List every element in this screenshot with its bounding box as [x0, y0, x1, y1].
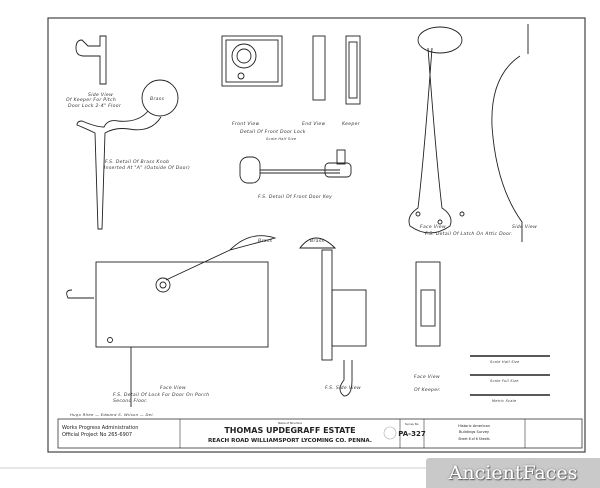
- label-scale-metric: Metric Scale: [492, 399, 516, 403]
- porch-lock-face-drawing: [66, 235, 277, 407]
- survey-number: PA-327: [398, 430, 426, 438]
- label-lock-face-view: Face View: [160, 385, 186, 391]
- front-door-lock-drawing: [221, 35, 361, 105]
- wpa-line-1: Works Progress Administration: [62, 425, 138, 431]
- brass-knob-drawing: [76, 79, 179, 230]
- label-lock2-1: F.S. Detail Of Lock For Door On Porch: [113, 392, 209, 398]
- title-block: Works Progress Administration Official P…: [57, 418, 583, 449]
- habs-line-1: Historic American: [458, 424, 490, 428]
- attic-latch-face-drawing: [408, 26, 465, 234]
- seal-icon: [383, 426, 397, 440]
- label-latch-face-view: Face View: [420, 224, 446, 230]
- scale-bars: [470, 355, 550, 396]
- label-knob-2: Inserted At "A" (Outside Of Door): [104, 165, 190, 171]
- sheet-border: [47, 17, 586, 453]
- label-latch-side-view: Side View: [512, 224, 537, 230]
- label-lock2-2: Second Floor.: [113, 398, 148, 404]
- label-credits: Hugo Rhee — Edward S. Wilson — Del.: [70, 412, 154, 417]
- label-scale-half: Scale Half Size: [490, 360, 520, 364]
- label-brass-3: Brass: [310, 238, 324, 244]
- label-lock-title: Detail Of Front Door Lock: [240, 129, 306, 135]
- keeper-side-view-drawing: [75, 35, 107, 85]
- front-door-key-drawing: [239, 149, 352, 184]
- label-knob-1: F.S. Detail Of Brass Knob: [105, 159, 169, 165]
- attic-latch-side-drawing: [491, 24, 529, 242]
- label-latch: F.S. Detail Of Latch On Attic Door.: [425, 231, 513, 237]
- label-scale-full: Scale Full Size: [490, 379, 519, 383]
- label-keeper-side-2: Of Keeper For Pitch: [66, 97, 116, 103]
- label-brass-2: Brass: [258, 238, 272, 244]
- porch-lock-side-drawing: [299, 237, 367, 397]
- habs-line-2: Buildings Survey: [459, 430, 490, 434]
- label-brass: Brass: [150, 96, 164, 102]
- label-lock-scale: Scale Half Size: [266, 137, 296, 141]
- label-fs-side-view: F.S. Side View: [325, 385, 361, 391]
- label-keeper-side-1: Side View: [88, 92, 113, 98]
- label-end-view: End View: [302, 121, 326, 127]
- label-keeper-side-3: Door Lock 2-4" Floor: [68, 103, 122, 109]
- sheet-number: Sheet 6 of 6 Sheets: [458, 437, 490, 441]
- survey-caption: Survey No.: [405, 422, 419, 426]
- wpa-line-2: Official Project No 265-6907: [62, 432, 132, 438]
- structure-address: REACH ROAD WILLIAMSPORT LYCOMING CO. PEN…: [208, 438, 372, 444]
- structure-title: THOMAS UPDEGRAFF ESTATE: [224, 426, 355, 435]
- label-keeper-face-1: Face View: [414, 374, 440, 380]
- label-key: F.S. Detail Of Front Door Key: [258, 194, 332, 200]
- label-keeper: Keeper: [342, 121, 361, 127]
- keeper-face-drawing: [415, 261, 441, 347]
- name-caption: Name of Structure: [278, 421, 302, 425]
- label-keeper-face-2: Of Keeper.: [414, 387, 441, 393]
- watermark-logo: AncientFaces: [426, 458, 600, 488]
- label-front-view: Front View: [232, 121, 260, 127]
